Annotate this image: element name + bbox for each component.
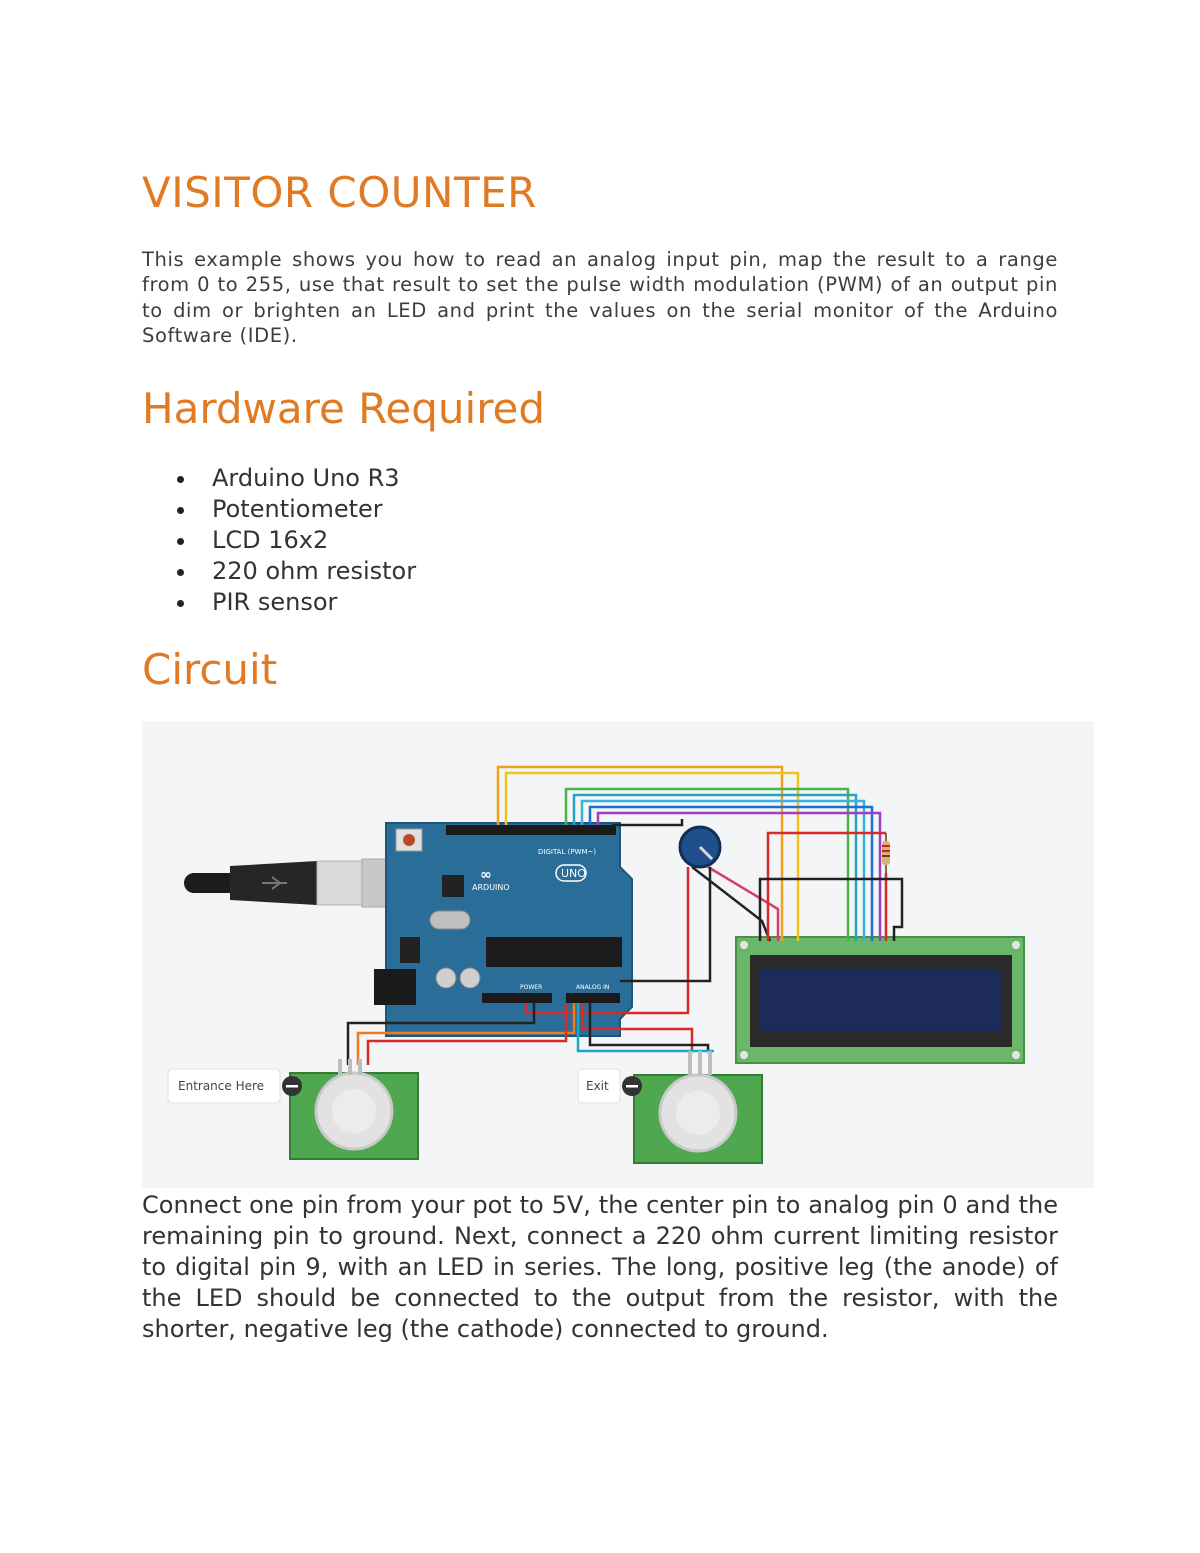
arduino-board: DIGITAL (PWM~) ∞ ARDUINO UNO POWER ANALO… <box>374 822 633 1037</box>
list-item: PIR sensor <box>142 587 416 618</box>
svg-text:∞: ∞ <box>480 867 492 883</box>
wires <box>346 765 904 1065</box>
exit-label: Exit <box>577 1068 642 1104</box>
usb-cable <box>184 858 389 908</box>
power-label: POWER <box>520 984 542 991</box>
hardware-list: Arduino Uno R3 Potentiometer LCD 16x2 22… <box>142 463 416 618</box>
entrance-label: Entrance Here <box>167 1068 302 1104</box>
circuit-description: Connect one pin from your pot to 5V, the… <box>142 1191 1058 1343</box>
intro-paragraph: This example shows you how to read an an… <box>142 248 1058 348</box>
pir-sensor-exit <box>633 1051 763 1164</box>
list-item: 220 ohm resistor <box>142 556 416 587</box>
svg-text:Entrance Here: Entrance Here <box>178 1079 264 1093</box>
page-title: VISITOR COUNTER <box>142 168 537 217</box>
list-item: Arduino Uno R3 <box>142 463 416 494</box>
lcd-module <box>735 936 1025 1064</box>
circuit-diagram: DIGITAL (PWM~) ∞ ARDUINO UNO POWER ANALO… <box>142 721 1094 1188</box>
list-item: LCD 16x2 <box>142 525 416 556</box>
list-item: Potentiometer <box>142 494 416 525</box>
board-logo: ARDUINO <box>472 883 510 892</box>
potentiometer <box>678 825 722 869</box>
circuit-heading: Circuit <box>142 645 278 694</box>
resistor <box>882 833 890 873</box>
analog-label: ANALOG IN <box>576 984 609 991</box>
svg-text:Exit: Exit <box>586 1079 609 1093</box>
circuit-svg: DIGITAL (PWM~) ∞ ARDUINO UNO POWER ANALO… <box>167 765 1025 1164</box>
pir-sensor-entrance <box>289 1059 419 1160</box>
board-model: UNO <box>561 867 586 880</box>
hardware-heading: Hardware Required <box>142 384 546 433</box>
digital-label: DIGITAL (PWM~) <box>538 848 596 856</box>
